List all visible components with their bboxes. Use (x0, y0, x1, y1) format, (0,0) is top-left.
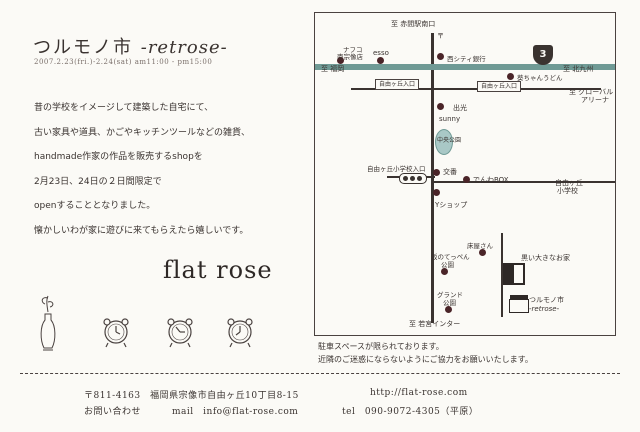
parking-note: 駐車スペースが限られております。 近隣のご迷惑にならないようにご協力をお願いいた… (318, 340, 533, 366)
clock-icon (227, 318, 253, 348)
event-title: つルモノ市 -retrose- (33, 33, 228, 59)
shop-branch-road (501, 233, 503, 317)
map-label-school-iriguchi: 自由ヶ丘小学校入口 (367, 165, 426, 173)
map-label-phonebox: でんわBOX (473, 176, 509, 184)
map-label-chuo-park: 中央公園 (437, 137, 462, 144)
shop-logo: flat rose (163, 256, 273, 284)
map-label-north: 至 赤間駅南口 (391, 20, 436, 28)
map-label-yshop: Yショップ (435, 201, 468, 209)
dashed-divider (20, 373, 620, 374)
post-office-icon: 〒 (437, 32, 444, 40)
yshop-dot (433, 189, 440, 196)
map-label-shop: つルモノ市 (529, 296, 564, 304)
map-label-grobal-2: アリーナ (581, 96, 609, 104)
idemitsu-dot (437, 103, 444, 110)
shop-house-icon (509, 295, 529, 313)
event-description: 昔の学校をイメージして建築した自宅にて、 古い家具や道具、かごやキッチンツールな… (34, 96, 304, 244)
map-label-elementary-2: 小学校 (557, 187, 578, 195)
footer-tel: tel 090-9072-4305（平原） (342, 407, 479, 417)
map-label-fukuoka: 至 福岡 (321, 65, 345, 73)
description-line: openすることとなりました。 (34, 201, 156, 212)
clock-illustrations (40, 295, 253, 351)
clock-icon (167, 318, 193, 348)
map-label-ground-park: グランド (437, 291, 463, 299)
description-line: 古い家具や道具、かごやキッチンツールなどの雑貨、 (34, 127, 251, 138)
description-line: 2月23日、24日の２日間限定で (34, 176, 162, 187)
bank-dot (437, 53, 444, 60)
map-label-idemitsu: 出光 (453, 104, 467, 112)
map-label-barber: 床屋さん (467, 242, 493, 250)
note-line: 近隣のご迷惑にならないようにご協力をお願いいたします。 (318, 355, 533, 364)
traffic-light-icon (399, 173, 427, 184)
footer-address: 〒811-4163 福岡県宗像市自由ヶ丘10丁目8-15 (84, 391, 299, 401)
footer-mail[interactable]: mail info@flat-rose.com (172, 407, 299, 417)
clock-icon (103, 318, 129, 348)
map-label-black-house: 黒い大きなお家 (521, 254, 570, 262)
map-label-udon: 葵ちゃんうどん (517, 74, 563, 82)
map-label-sunny: sunny (439, 115, 461, 123)
map-label-koban: 交番 (443, 168, 457, 176)
access-map: 至 赤間駅南口 〒 ナフコ 南宗像店 esso 西シティ銀行 3 至 福岡 至 … (314, 12, 616, 336)
description-line: 懐かしいわが家に遊びに来てもらえたら嬉しいです。 (34, 225, 249, 236)
ground-park-dot (445, 306, 452, 313)
map-label-saka-park-2: 公園 (441, 261, 454, 269)
map-label-grobal: 至 グローバル (569, 88, 614, 96)
chuo-park (435, 129, 453, 155)
route-3-road (315, 64, 615, 70)
saka-park-dot (441, 268, 448, 275)
event-date: 2007.2.23(fri.)-2.24(sat) am11:00 - pm15… (34, 58, 213, 66)
nafuko-dot (337, 57, 344, 64)
udon-dot (507, 73, 514, 80)
sign-jiyugaoka-iriguchi: 自由ヶ丘入口 (375, 79, 420, 90)
jiyugaoka-road (351, 88, 601, 90)
esso-dot (377, 57, 384, 64)
phonebox-dot (463, 176, 470, 183)
sign-jiyugaoka-iriguchi: 自由ヶ丘入口 (477, 81, 522, 92)
black-house-icon (503, 263, 525, 285)
event-title-en: -retrose- (140, 37, 228, 58)
map-label-nafuko-2: 南宗像店 (337, 53, 363, 61)
note-line: 駐車スペースが限られております。 (318, 342, 444, 351)
event-title-jp: つルモノ市 (33, 37, 133, 58)
route-3-badge: 3 (533, 45, 553, 65)
map-label-nafuko: ナフコ (343, 46, 363, 54)
description-line: handmade作家の作品を販売するshopを (34, 152, 203, 163)
map-label-kitakyushu: 至 北九州 (563, 65, 594, 73)
map-label-ground-park-2: 公園 (443, 299, 456, 307)
map-label-bank: 西シティ銀行 (447, 55, 486, 63)
description-line: 昔の学校をイメージして建築した自宅にて、 (34, 103, 214, 113)
footer-contact-label: お問い合わせ (84, 407, 142, 417)
vase-icon (40, 295, 56, 351)
footer-url[interactable]: http://flat-rose.com (370, 388, 468, 398)
map-label-elementary: 自由ヶ丘 (555, 179, 583, 187)
east-road (433, 181, 615, 183)
map-label-wakamiya: 至 若宮インター (409, 320, 461, 328)
koban-dot (433, 169, 440, 176)
map-label-shop-en: -retrose- (529, 305, 560, 313)
map-label-esso: esso (373, 49, 389, 57)
main-road (431, 33, 434, 323)
map-label-saka-park: 坂のてっぺん (431, 253, 470, 261)
barber-dot (479, 249, 486, 256)
